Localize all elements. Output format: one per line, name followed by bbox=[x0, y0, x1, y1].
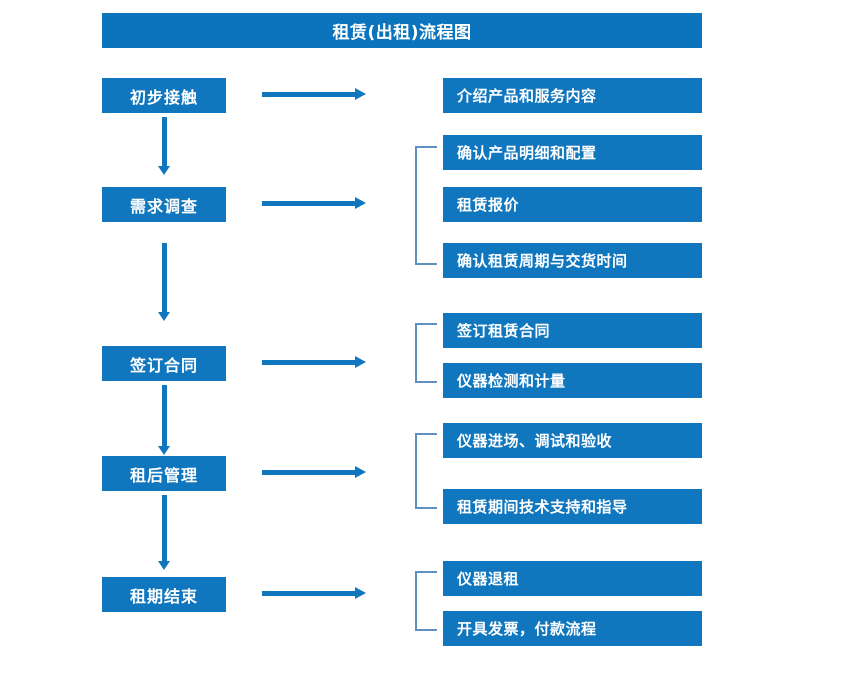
stage-box-4[interactable]: 租后管理 bbox=[102, 456, 226, 491]
arrow-stem bbox=[262, 201, 356, 206]
arrow-head bbox=[355, 356, 366, 368]
stage-box-5[interactable]: 租期结束 bbox=[102, 577, 226, 612]
flow-arrow-4-to-5 bbox=[158, 495, 171, 570]
group-bracket-1 bbox=[415, 146, 437, 265]
arrow-stem bbox=[262, 591, 356, 596]
arrow-head bbox=[355, 466, 366, 478]
flow-arrow-2-to-3 bbox=[158, 243, 171, 321]
detail-box-5[interactable]: 签订租赁合同 bbox=[443, 313, 702, 348]
detail-box-10[interactable]: 开具发票，付款流程 bbox=[443, 611, 702, 646]
arrow-stem bbox=[162, 385, 167, 446]
group-bracket-3 bbox=[415, 433, 437, 509]
page-title: 租赁(出租)流程图 bbox=[102, 13, 702, 48]
arrow-head bbox=[355, 197, 366, 209]
detail-box-9[interactable]: 仪器退租 bbox=[443, 561, 702, 596]
arrow-stem bbox=[162, 495, 167, 561]
arrow-stem bbox=[262, 470, 356, 475]
arrow-head bbox=[158, 166, 170, 175]
arrow-head bbox=[158, 446, 170, 455]
arrow-head bbox=[158, 561, 170, 570]
detail-box-1[interactable]: 介绍产品和服务内容 bbox=[443, 78, 702, 113]
arrow-head bbox=[355, 88, 366, 100]
arrow-stem bbox=[162, 117, 167, 166]
stage-box-1[interactable]: 初步接触 bbox=[102, 78, 226, 113]
arrow-head bbox=[158, 312, 170, 321]
flow-arrow-stage-3-to-details bbox=[262, 356, 366, 369]
arrow-head bbox=[355, 587, 366, 599]
flow-arrow-stage-2-to-details bbox=[262, 197, 366, 210]
detail-box-7[interactable]: 仪器进场、调试和验收 bbox=[443, 423, 702, 458]
detail-box-4[interactable]: 确认租赁周期与交货时间 bbox=[443, 243, 702, 278]
arrow-stem bbox=[262, 92, 356, 97]
detail-box-8[interactable]: 租赁期间技术支持和指导 bbox=[443, 489, 702, 524]
flow-arrow-stage-1-to-details bbox=[262, 88, 366, 101]
flow-arrow-stage-5-to-details bbox=[262, 587, 366, 600]
stage-box-3[interactable]: 签订合同 bbox=[102, 346, 226, 381]
stage-box-2[interactable]: 需求调查 bbox=[102, 187, 226, 222]
detail-box-3[interactable]: 租赁报价 bbox=[443, 187, 702, 222]
detail-box-6[interactable]: 仪器检测和计量 bbox=[443, 363, 702, 398]
group-bracket-4 bbox=[415, 571, 437, 631]
group-bracket-2 bbox=[415, 323, 437, 383]
arrow-stem bbox=[162, 243, 167, 312]
arrow-stem bbox=[262, 360, 356, 365]
flow-arrow-1-to-2 bbox=[158, 117, 171, 175]
detail-box-2[interactable]: 确认产品明细和配置 bbox=[443, 135, 702, 170]
flow-arrow-stage-4-to-details bbox=[262, 466, 366, 479]
flow-arrow-3-to-4 bbox=[158, 385, 171, 455]
